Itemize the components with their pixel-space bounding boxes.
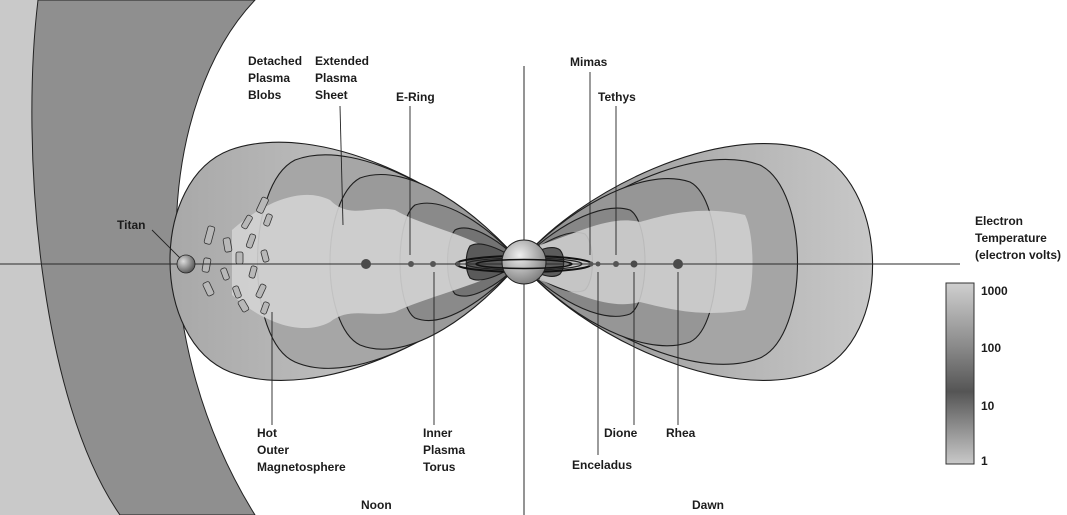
- detached-plasma-blobs-label: Detached Plasma Blobs: [248, 54, 305, 102]
- inner-label-line-3: Torus: [423, 460, 456, 474]
- detached-label-line-2: Plasma: [248, 71, 290, 85]
- tethys-moon: [613, 261, 619, 267]
- mimas-label: Mimas: [570, 55, 608, 69]
- rhea-moon-right: [673, 259, 683, 269]
- mimas-moon: [588, 261, 594, 267]
- leader-lines: [151, 72, 679, 455]
- legend-title-line-1: Electron: [975, 214, 1023, 228]
- e-ring-moon: [408, 261, 414, 267]
- scale-tick-10: 10: [981, 399, 995, 413]
- rhea-label: Rhea: [666, 426, 696, 440]
- detached-label-line-3: Blobs: [248, 88, 282, 102]
- detached-plasma-blobs: [201, 196, 273, 315]
- titan-moon: [176, 254, 196, 274]
- e-ring-label: E-Ring: [396, 90, 435, 104]
- legend-title-line-3: (electron volts): [975, 248, 1061, 262]
- dione-moon: [630, 260, 638, 268]
- enceladus-label: Enceladus: [572, 458, 632, 472]
- dione-label: Dione: [604, 426, 638, 440]
- inner-plasma-torus-label: Inner Plasma Torus: [423, 426, 468, 474]
- hot-label-line-2: Outer: [257, 443, 289, 457]
- inner-label-line-2: Plasma: [423, 443, 465, 457]
- temperature-scale-bar: [945, 282, 975, 465]
- noon-lobe: [169, 141, 521, 381]
- hot-outer-magnetosphere-label: Hot Outer Magnetosphere: [257, 426, 346, 474]
- hot-label-line-1: Hot: [257, 426, 277, 440]
- detached-label-line-1: Detached: [248, 54, 302, 68]
- dawn-label: Dawn: [692, 498, 724, 512]
- extended-label-line-1: Extended: [315, 54, 369, 68]
- legend-title-line-2: Temperature: [975, 231, 1047, 245]
- enceladus-moon: [595, 261, 601, 267]
- electron-temperature-legend: Electron Temperature (electron volts) 10…: [945, 214, 1061, 468]
- extended-label-line-2: Plasma: [315, 71, 357, 85]
- rhea-moon: [361, 259, 371, 269]
- dawn-lobe: [519, 143, 874, 381]
- hot-label-line-3: Magnetosphere: [257, 460, 346, 474]
- scale-tick-1: 1: [981, 454, 988, 468]
- titan-label: Titan: [117, 218, 145, 232]
- extended-plasma-sheet-label: Extended Plasma Sheet: [315, 54, 372, 102]
- noon-label: Noon: [361, 498, 392, 512]
- tethys-label: Tethys: [598, 90, 636, 104]
- extended-label-line-3: Sheet: [315, 88, 348, 102]
- inner-moon: [430, 261, 436, 267]
- legend-title: Electron Temperature (electron volts): [975, 214, 1061, 262]
- scale-tick-100: 100: [981, 341, 1001, 355]
- scale-tick-1000: 1000: [981, 284, 1008, 298]
- inner-label-line-1: Inner: [423, 426, 453, 440]
- magnetopause-band: [0, 0, 256, 515]
- inner-moon-2: [455, 261, 461, 267]
